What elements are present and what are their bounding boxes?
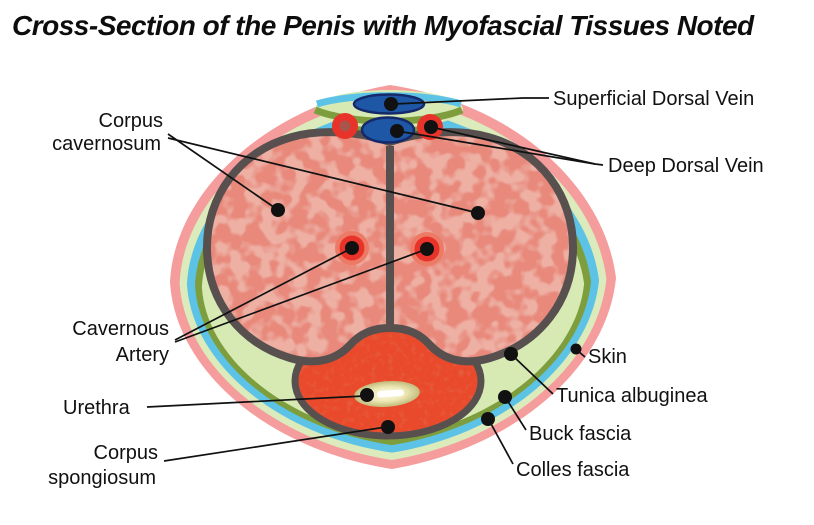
dorsal-artery-left-lumen	[339, 120, 351, 132]
label-deep-dorsal-vein: Deep Dorsal Vein	[608, 155, 764, 177]
leader-dorsal-artery-right	[430, 126, 596, 165]
dot-deep-dorsal-vein	[390, 124, 404, 138]
tunica-albuginea-outline	[202, 128, 578, 366]
dot-corpus-cavernosum-left	[271, 203, 285, 217]
leader-urethra	[146, 395, 365, 408]
dot-dorsal-artery-right	[424, 120, 438, 134]
label-corpus-spongiosum-line1: Corpus	[94, 442, 158, 464]
leader-corpus-spongiosum	[163, 426, 387, 462]
label-skin: Skin	[588, 346, 627, 368]
label-tunica-albuginea: Tunica albuginea	[556, 385, 708, 407]
leader-buck-fascia	[506, 399, 527, 431]
dot-cavernous-artery-left	[345, 241, 359, 255]
dot-superficial-dorsal-vein	[384, 97, 398, 111]
label-cavernous-artery-line1: Cavernous	[72, 318, 169, 340]
leader-colles-fascia	[489, 421, 514, 465]
label-corpus-spongiosum-line2: spongiosum	[48, 467, 156, 489]
page-title: Cross-Section of the Penis with Myofasci…	[12, 10, 754, 41]
deep-dorsal-vein	[360, 116, 416, 144]
label-superficial-dorsal-vein: Superficial Dorsal Vein	[553, 88, 754, 110]
leader-cavernous-artery-right	[174, 248, 428, 343]
label-cavernous-artery-line2: Artery	[116, 344, 169, 366]
urethra-lumen	[376, 389, 404, 398]
leader-tunica-albuginea	[512, 355, 554, 395]
leader-superficial-dorsal-vein	[393, 97, 549, 105]
dot-corpus-cavernosum-right	[471, 206, 485, 220]
leader-corpus-cavernosum-right	[167, 137, 479, 214]
label-urethra: Urethra	[63, 397, 131, 419]
dot-urethra	[360, 388, 374, 402]
dot-cavernous-artery-right	[420, 242, 434, 256]
dot-buck-fascia	[498, 390, 512, 404]
label-buck-fascia: Buck fascia	[529, 423, 632, 445]
label-colles-fascia: Colles fascia	[516, 459, 630, 481]
dot-colles-fascia	[481, 412, 495, 426]
dot-corpus-spongiosum	[381, 420, 395, 434]
leader-cavernous-artery-left	[174, 247, 353, 341]
label-corpus-cavernosum-line1: Corpus	[99, 110, 163, 132]
label-corpus-cavernosum-line2: cavernosum	[52, 133, 161, 155]
dot-tunica-albuginea	[504, 347, 518, 361]
leader-corpus-cavernosum-left	[167, 133, 279, 211]
dot-skin	[570, 343, 582, 355]
